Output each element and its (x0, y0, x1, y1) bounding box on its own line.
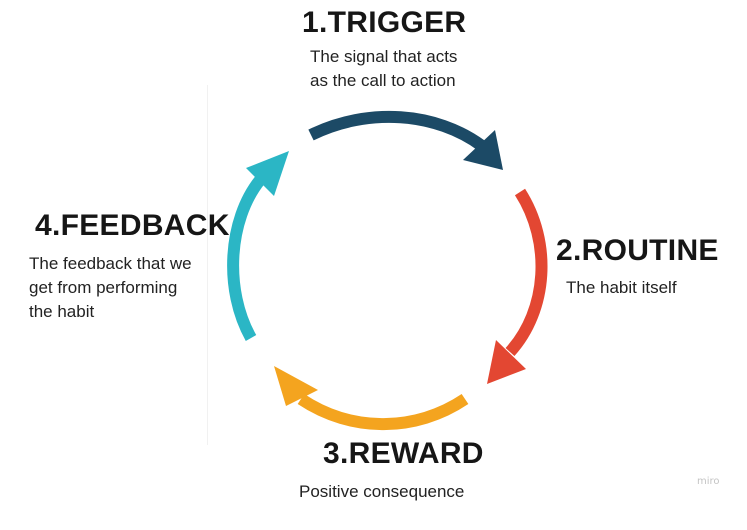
reward-arrow (274, 366, 469, 431)
divider-line (207, 85, 208, 445)
reward-title: 3.REWARD (323, 437, 484, 470)
routine-title: 2.ROUTINE (556, 234, 719, 267)
trigger-title: 1.TRIGGER (302, 6, 467, 39)
feedback-description: The feedback that we get from performing… (29, 254, 192, 321)
routine-arrow (487, 188, 548, 384)
routine-description: The habit itself (566, 278, 677, 297)
reward-description: Positive consequence (299, 482, 465, 501)
feedback-title: 4.FEEDBACK (35, 209, 230, 242)
feedback-arrow (227, 151, 289, 341)
trigger-arrow (308, 110, 503, 170)
trigger-description: The signal that acts as the call to acti… (310, 47, 458, 90)
miro-watermark: miro (697, 476, 720, 487)
